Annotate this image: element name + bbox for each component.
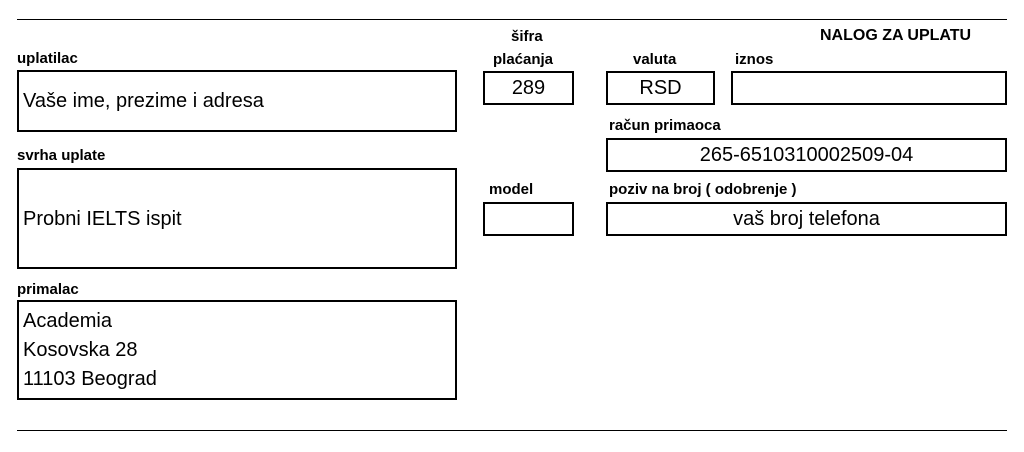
payment-code-field[interactable]: 289: [483, 71, 574, 105]
recipient-label: primalac: [17, 281, 79, 298]
recipient-line-1: Academia: [23, 309, 112, 332]
model-field[interactable]: [483, 202, 574, 236]
payer-label: uplatilac: [17, 50, 78, 67]
recipient-field[interactable]: Academia Kosovska 28 11103 Beograd: [17, 300, 457, 400]
reference-field[interactable]: vaš broj telefona: [606, 202, 1007, 236]
purpose-value: Probni IELTS ispit: [23, 207, 182, 230]
form-title: NALOG ZA UPLATU: [820, 27, 972, 44]
top-divider: [17, 19, 1007, 20]
payment-code-label-line1: šifra: [511, 28, 543, 45]
currency-field[interactable]: RSD: [606, 71, 715, 105]
purpose-label: svrha uplate: [17, 147, 106, 164]
currency-label: valuta: [633, 51, 677, 68]
purpose-field[interactable]: Probni IELTS ispit: [17, 168, 457, 269]
payer-value: Vaše ime, prezime i adresa: [23, 90, 264, 112]
amount-field[interactable]: [731, 71, 1007, 105]
recipient-account-label: račun primaoca: [609, 117, 721, 134]
recipient-account-value: 265-6510310002509-04: [699, 144, 914, 166]
reference-label: poziv na broj ( odobrenje ): [609, 181, 797, 198]
recipient-account-field[interactable]: 265-6510310002509-04: [606, 138, 1007, 172]
amount-label: iznos: [735, 51, 774, 68]
bottom-divider: [17, 430, 1007, 431]
recipient-line-2: Kosovska 28: [23, 338, 138, 361]
model-label: model: [489, 181, 534, 198]
reference-value: vaš broj telefona: [733, 208, 880, 230]
recipient-line-3: 11103 Beograd: [23, 367, 157, 390]
currency-value: RSD: [639, 77, 682, 99]
payer-field[interactable]: Vaše ime, prezime i adresa: [17, 70, 457, 132]
payment-code-label-line2: plaćanja: [493, 51, 554, 68]
payment-code-value: 289: [511, 77, 546, 99]
